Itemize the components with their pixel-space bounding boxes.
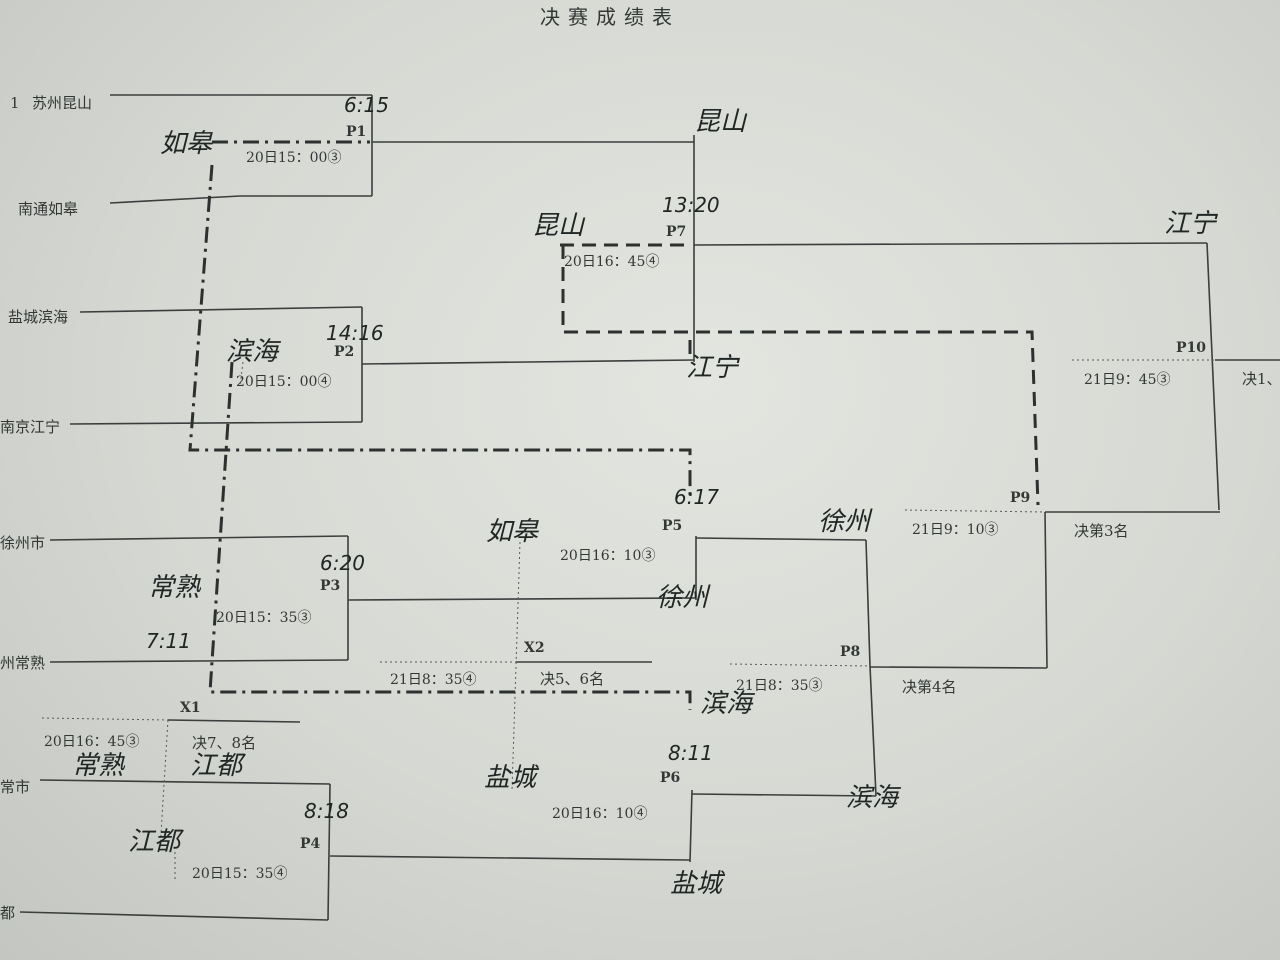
- match-time-p5: 20日16：10③: [560, 548, 655, 564]
- match-time-p7: 20日16：45④: [564, 254, 659, 270]
- match-time-p10: 21日9：45③: [1084, 372, 1171, 388]
- match-p7-lines: [693, 135, 1220, 511]
- handwritten-score-p2: 14:16: [326, 321, 384, 345]
- handwritten-x1-changshu: 常熟: [72, 751, 126, 781]
- handwritten-side-score-p3: 7:11: [146, 629, 191, 653]
- handwritten-winner-yancheng-p4: 盐城: [670, 869, 726, 899]
- sheet-title: 决赛成绩表: [540, 5, 680, 29]
- match-p3-lines: [49, 535, 697, 663]
- handwritten-winner-xuzhou-p5: 徐州: [818, 507, 873, 537]
- match-rank-p8: 决第4名: [902, 678, 957, 696]
- team-seed-1-number: 1: [10, 94, 20, 112]
- handwritten-name-binhai-p2: 滨海: [226, 337, 282, 367]
- handwritten-name-changshu-p3: 常熟: [148, 573, 202, 603]
- match-rank-x2: 决5、6名: [540, 670, 604, 688]
- team-jiangdu: 都: [0, 904, 15, 922]
- match-code-p2: P2: [334, 344, 354, 360]
- handwritten-score-p1: 6:15: [344, 93, 389, 117]
- team-nantong-rugao: 南通如皋: [18, 200, 78, 218]
- team-changshu: 州常熟: [0, 654, 45, 672]
- match-code-x1: X1: [180, 700, 201, 716]
- match-p2-lines: [69, 306, 695, 425]
- handwritten-winner-jiangning: 江宁: [686, 353, 741, 383]
- match-rank-x1: 决7、8名: [192, 734, 256, 752]
- handwritten-name-yancheng-p6: 盐城: [484, 763, 540, 793]
- match-code-p4: P4: [300, 836, 321, 852]
- match-code-p3: P3: [320, 578, 340, 594]
- match-time-x2: 21日8：35④: [390, 672, 477, 688]
- team-yancheng-binhai: 盐城滨海: [8, 308, 68, 326]
- match-code-p1: P1: [346, 124, 366, 140]
- match-x1-lines: [41, 717, 301, 723]
- match-code-p8: P8: [840, 644, 860, 660]
- match-code-x2: X2: [524, 640, 545, 656]
- handwritten-score-p6: 8:11: [668, 741, 713, 765]
- handwritten-score-p3: 6:20: [320, 551, 365, 575]
- match-rank-p9: 决第3名: [1074, 522, 1129, 540]
- handwritten-score-p7: 13:20: [662, 193, 720, 217]
- match-time-p6: 20日16：10④: [552, 806, 647, 822]
- match-code-p5: P5: [662, 518, 682, 534]
- handdrawn-dashdot-paths: [188, 140, 692, 710]
- match-p5-lines: [695, 536, 867, 600]
- match-time-p4: 20日15：35④: [192, 866, 287, 882]
- handwritten-name-rugao-p1: 如皋: [160, 129, 213, 159]
- handwritten-score-p5: 6:17: [674, 485, 719, 509]
- match-time-p8: 21日8：35③: [736, 678, 823, 694]
- handwritten-name-kunshan-p7: 昆山: [532, 211, 586, 241]
- match-time-p2: 20日15：00④: [236, 374, 331, 390]
- team-changzhou: 常市: [0, 778, 30, 796]
- team-xuzhou: 徐州市: [0, 534, 45, 552]
- handwritten-winner-jiangning-final: 江宁: [1164, 209, 1219, 239]
- team-nanjing-jiangning: 南京江宁: [0, 418, 60, 436]
- match-time-x1: 20日16：45③: [44, 734, 139, 750]
- match-p1-lines: [109, 94, 694, 204]
- match-p8-lines: [729, 511, 1048, 797]
- match-code-p6: P6: [660, 770, 680, 786]
- match-time-p1: 20日15：00③: [246, 150, 341, 166]
- printed-dotted-connectors: [159, 361, 521, 880]
- match-p6-lines: [689, 789, 877, 863]
- match-code-p9: P9: [1010, 490, 1030, 506]
- match-time-p3: 20日15：35③: [216, 610, 311, 626]
- handwritten-winner-xuzhou-p3: 徐州: [656, 583, 711, 613]
- handwritten-name-jiangdu-p4: 江都: [128, 827, 184, 857]
- match-code-p10: P10: [1176, 340, 1206, 356]
- match-rank-p10: 决1、: [1242, 370, 1280, 388]
- match-p4-lines: [19, 779, 691, 921]
- handwritten-winner-binhai-x2: 滨海: [700, 689, 756, 719]
- handwritten-winner-binhai-p8: 滨海: [846, 783, 902, 813]
- handwritten-winner-kunshan: 昆山: [694, 107, 748, 137]
- handwritten-x1-jiangdu: 江都: [190, 751, 246, 781]
- handwritten-name-rugao-p5: 如皋: [486, 517, 539, 547]
- handwritten-score-p4: 8:18: [304, 799, 349, 823]
- match-time-p9: 21日9：10③: [912, 522, 999, 538]
- handdrawn-dash-paths: [560, 243, 1040, 506]
- match-p9-lines: [904, 509, 1220, 513]
- team-suzhou-kunshan: 苏州昆山: [32, 94, 92, 112]
- match-code-p7: P7: [666, 224, 686, 240]
